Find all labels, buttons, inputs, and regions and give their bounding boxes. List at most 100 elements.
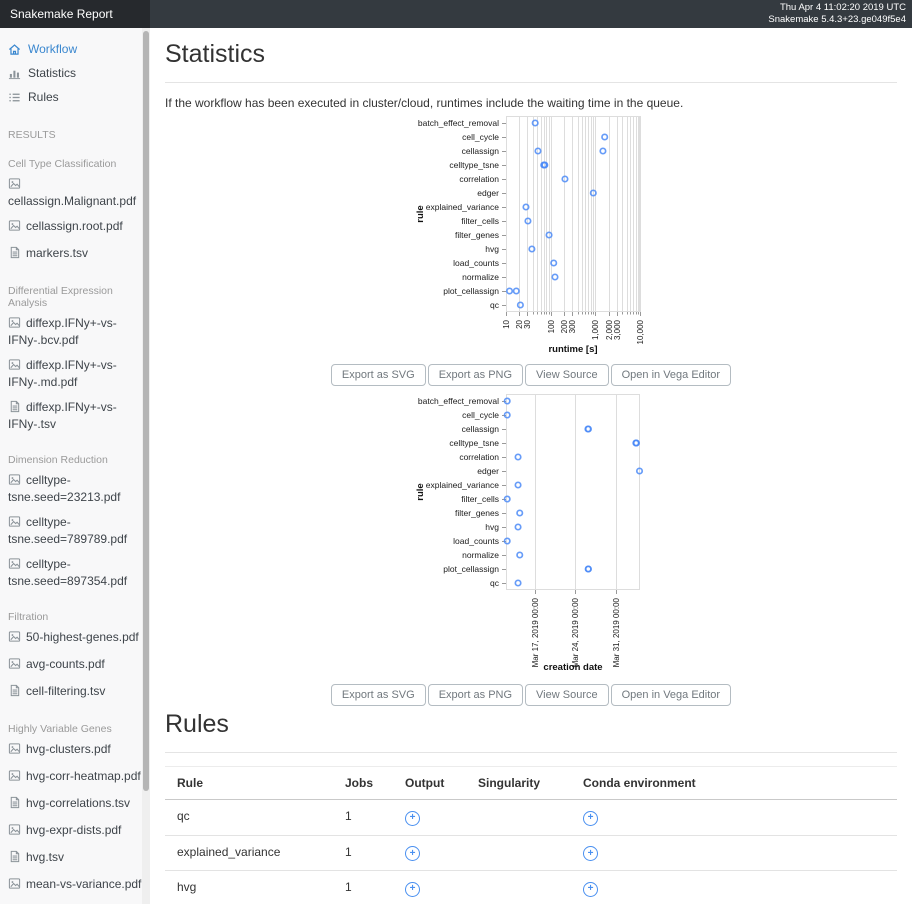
image-file-icon [8, 358, 21, 375]
category-header-differential-expression-analysis: Differential Expression Analysis [8, 285, 113, 309]
statistics-note: If the workflow has been executed in clu… [165, 96, 684, 110]
sidebar-file-celltype-tsne-seed-789789-pdf[interactable]: celltype-tsne.seed=789789.pdf [0, 510, 150, 552]
list-icon [8, 91, 21, 104]
svg-text:hvg: hvg [485, 522, 499, 532]
image-file-icon [8, 557, 21, 574]
output-cell: + [405, 799, 478, 836]
sidebar-file-avg-counts-pdf[interactable]: avg-counts.pdf [0, 652, 150, 679]
sidebar-file-diffexp-ifny-vs-ifny-tsv[interactable]: diffexp.IFNy+-vs-IFNy-.tsv [0, 395, 150, 437]
results-header: RESULTS [8, 129, 56, 141]
sidebar-file-celltype-tsne-seed-23213-pdf[interactable]: celltype-tsne.seed=23213.pdf [0, 468, 150, 510]
divider [165, 752, 897, 753]
svg-text:normalize: normalize [462, 550, 499, 560]
sidebar-scrollbar[interactable] [142, 28, 150, 904]
svg-text:rule: rule [415, 483, 426, 500]
document-file-icon [8, 400, 21, 417]
expand-output-plus-circle-icon[interactable]: + [405, 881, 420, 897]
expand-conda-plus-circle-icon[interactable]: + [583, 881, 598, 897]
runtime-scatter-chart: batch_effect_removalcell_cyclecellassign… [415, 116, 645, 355]
image-file-icon [8, 316, 21, 333]
sidebar-file-diffexp-ifny-vs-ifny-md-pdf[interactable]: diffexp.IFNy+-vs-IFNy-.md.pdf [0, 353, 150, 395]
file-name: cellassign.Malignant.pdf [8, 194, 137, 208]
sidebar-file-hvg-tsv[interactable]: hvg.tsv [0, 845, 150, 872]
file-name: diffexp.IFNy+-vs-IFNy-.bcv.pdf [8, 316, 117, 347]
sidebar-item-workflow[interactable]: Workflow [0, 37, 150, 61]
svg-text:qc: qc [490, 300, 500, 310]
export-as-png-button[interactable]: Export as PNG [427, 684, 524, 706]
conda-environment-cell: + [583, 799, 897, 836]
report-datetime: Thu Apr 4 11:02:20 2019 UTC [779, 2, 906, 13]
sidebar-file-hvg-expr-dists-pdf[interactable]: hvg-expr-dists.pdf [0, 818, 150, 845]
svg-text:edger: edger [477, 466, 499, 476]
expand-conda-plus-circle-icon[interactable]: + [583, 810, 598, 826]
sidebar-file-cellassign-malignant-pdf[interactable]: cellassign.Malignant.pdf [0, 172, 150, 214]
file-name: cellassign.root.pdf [26, 219, 123, 233]
sidebar-item-rules[interactable]: Rules [0, 85, 150, 109]
sidebar-file-mean-vs-variance-pdf[interactable]: mean-vs-variance.pdf [0, 872, 150, 899]
view-source-button[interactable]: View Source [525, 364, 609, 386]
svg-text:batch_effect_removal: batch_effect_removal [418, 118, 499, 128]
sidebar-file-50-highest-genes-pdf[interactable]: 50-highest-genes.pdf [0, 625, 150, 652]
view-source-button[interactable]: View Source [525, 684, 609, 706]
rule-name: hvg [177, 880, 197, 894]
image-file-icon [8, 823, 21, 840]
svg-text:qc: qc [490, 578, 500, 588]
file-name: 50-highest-genes.pdf [26, 630, 139, 644]
svg-text:Mar 17, 2019 00:00: Mar 17, 2019 00:00 [531, 597, 540, 667]
export-as-svg-button[interactable]: Export as SVG [330, 684, 426, 706]
sidebar-file-markers-tsv[interactable]: markers.tsv [0, 241, 150, 268]
sidebar-file-diffexp-ifny-vs-ifny-bcv-pdf[interactable]: diffexp.IFNy+-vs-IFNy-.bcv.pdf [0, 311, 150, 353]
file-name: hvg-clusters.pdf [26, 742, 111, 756]
statistics-title: Statistics [165, 40, 266, 68]
open-in-vega-editor-button[interactable]: Open in Vega Editor [610, 684, 732, 706]
sidebar-item-label: Workflow [28, 42, 78, 56]
svg-text:30: 30 [523, 319, 532, 328]
svg-text:runtime [s]: runtime [s] [548, 344, 597, 355]
svg-text:filter_cells: filter_cells [461, 494, 499, 504]
expand-conda-plus-circle-icon[interactable]: + [583, 846, 598, 861]
category-header-cell-type-classification: Cell Type Classification [8, 158, 117, 170]
top-bar: Snakemake Report Thu Apr 4 11:02:20 2019… [0, 0, 912, 28]
output-cell: + [405, 835, 478, 871]
sidebar-item-statistics[interactable]: Statistics [0, 61, 150, 85]
sidebar-scrollbar-thumb[interactable] [143, 31, 149, 791]
file-name: mean-vs-variance.pdf [26, 877, 142, 891]
report-meta: Thu Apr 4 11:02:20 2019 UTC Snakemake 5.… [150, 0, 912, 28]
svg-text:cell_cycle: cell_cycle [462, 410, 499, 420]
svg-text:plot_cellassign: plot_cellassign [443, 564, 499, 574]
file-name: avg-counts.pdf [26, 657, 105, 671]
column-header-jobs: Jobs [345, 766, 405, 800]
svg-text:3,000: 3,000 [613, 319, 622, 340]
sidebar-file-hvg-correlations-tsv[interactable]: hvg-correlations.tsv [0, 791, 150, 818]
snakemake-version: Snakemake 5.4.3+23.ge049f5e4 [768, 14, 906, 25]
rule-name: explained_variance [165, 835, 345, 871]
main-content: Statistics If the workflow has been exec… [150, 28, 912, 904]
export-as-svg-button[interactable]: Export as SVG [330, 364, 426, 386]
expand-output-plus-circle-icon[interactable]: + [405, 846, 420, 861]
file-name: markers.tsv [26, 246, 89, 260]
file-name: hvg-corr-heatmap.pdf [26, 769, 141, 783]
category-header-dimension-reduction: Dimension Reduction [8, 454, 108, 466]
sidebar-file-hvg-clusters-pdf[interactable]: hvg-clusters.pdf [0, 737, 150, 764]
sidebar-item-label: Statistics [28, 66, 77, 80]
sidebar-file-cell-filtering-tsv[interactable]: cell-filtering.tsv [0, 679, 150, 706]
singularity-cell [478, 871, 583, 904]
document-file-icon [8, 796, 21, 813]
image-file-icon [8, 769, 21, 786]
export-as-png-button[interactable]: Export as PNG [427, 364, 524, 386]
svg-text:celltype_tsne: celltype_tsne [449, 438, 499, 448]
image-file-icon [8, 742, 21, 759]
expand-output-plus-circle-icon[interactable]: + [405, 810, 420, 826]
open-in-vega-editor-button[interactable]: Open in Vega Editor [610, 364, 732, 386]
sidebar-item-label: Rules [28, 90, 59, 104]
sidebar-file-celltype-tsne-seed-897354-pdf[interactable]: celltype-tsne.seed=897354.pdf [0, 552, 150, 594]
svg-text:correlation: correlation [459, 452, 499, 462]
column-header-output: Output [405, 766, 478, 800]
sidebar-file-cellassign-root-pdf[interactable]: cellassign.root.pdf [0, 214, 150, 241]
sidebar-file-hvg-corr-heatmap-pdf[interactable]: hvg-corr-heatmap.pdf [0, 764, 150, 791]
